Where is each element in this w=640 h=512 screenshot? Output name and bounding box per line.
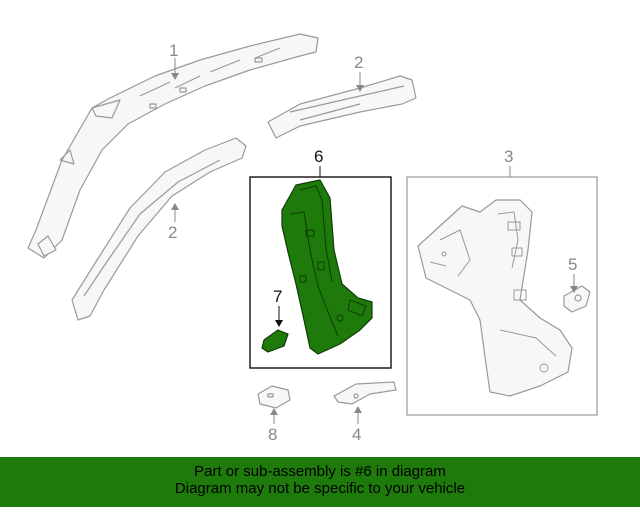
callout-2-lower: 2 [168, 223, 178, 242]
part-2-upper-rail [267, 75, 417, 139]
callout-4: 4 [352, 425, 362, 444]
callout-2-upper: 2 [354, 53, 364, 72]
part-3-pillar-assembly [417, 199, 573, 397]
part-8-plate [257, 385, 291, 409]
part-5-clip [563, 285, 591, 313]
info-banner: Part or sub-assembly is #6 in diagram Di… [0, 457, 640, 507]
banner-line-2: Diagram may not be specific to your vehi… [174, 480, 466, 497]
callout-7: 7 [273, 287, 283, 306]
part-7-bracket [261, 329, 289, 353]
callout-6: 6 [314, 147, 324, 166]
callout-5: 5 [568, 255, 578, 274]
banner-line-1: Part or sub-assembly is #6 in diagram [194, 463, 446, 480]
callout-3: 3 [504, 147, 514, 166]
part-6-detail [289, 185, 367, 337]
callout-1: 1 [169, 41, 179, 60]
part-2-lower-rail [71, 137, 247, 321]
callout-8: 8 [268, 425, 278, 444]
part-1-roof-rail [27, 33, 319, 259]
part-3-detail [429, 211, 557, 373]
parts-diagram [27, 33, 598, 424]
part-4-plate [333, 381, 397, 405]
